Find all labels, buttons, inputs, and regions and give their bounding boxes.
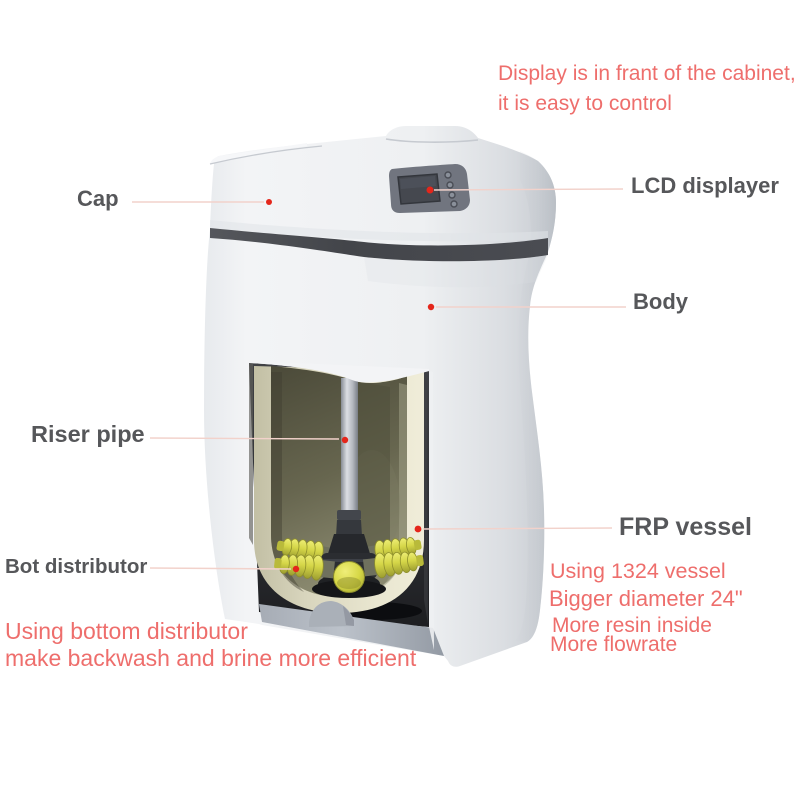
distributor-center-cap-shade <box>337 577 361 589</box>
lcd-button-3 <box>448 191 456 199</box>
vessel-annotation-line1: Using 1324 vessel <box>550 559 726 583</box>
window-cut-face-left <box>249 363 253 545</box>
vessel-annotation-line4: More flowrate <box>550 633 678 656</box>
display-annotation: Display is in frant of the cabinet, it i… <box>498 59 796 119</box>
vessel-annotation-line2: Bigger diameter 24" <box>549 586 743 611</box>
cutaway-window <box>249 361 444 656</box>
distributor-annotation-line2: make backwash and brine more efficient <box>5 645 417 671</box>
window-cut-face-right <box>429 371 434 650</box>
vessel-interior-left-shadow <box>271 372 304 592</box>
riser-pipe-connector <box>337 510 361 520</box>
cap-marker-dot <box>266 199 272 205</box>
lcd-screen-glare <box>400 176 436 189</box>
display-annotation-line2: it is easy to control <box>498 92 672 115</box>
lcd-buttons <box>444 171 458 208</box>
riser-marker-dot <box>341 436 349 444</box>
cap-label: Cap <box>77 186 119 211</box>
riser-pipe-tube <box>341 378 358 515</box>
leader-lines <box>132 188 626 570</box>
riser-pipe-connector-cone <box>336 520 362 536</box>
frp-leader-line <box>422 527 613 530</box>
window-cut-face-top <box>249 361 429 383</box>
lcd-button-4 <box>450 200 458 208</box>
distributor-turret <box>327 534 371 557</box>
distributor-lateral-right-lower <box>362 551 424 579</box>
distributor-ridge <box>323 559 375 562</box>
body-marker-dot <box>427 303 435 311</box>
frp-vessel-label: FRP vessel <box>619 513 752 541</box>
riser-pipe <box>336 378 362 536</box>
lcd-displayer-label: LCD displayer <box>631 173 779 198</box>
pipe-back-shadow <box>357 382 390 560</box>
marker-dots <box>266 186 435 573</box>
bot-distributor-label: Bot distributor <box>5 555 148 578</box>
display-annotation-line1: Display is in frant of the cabinet, <box>498 62 796 85</box>
lcd-leader-line <box>433 188 624 191</box>
bot-leader-line <box>149 567 292 570</box>
bot-marker-dot <box>292 565 300 573</box>
lcd-marker-dot <box>426 186 434 194</box>
cabinet-floor <box>259 604 444 656</box>
base-arch-bump <box>309 601 354 627</box>
lateral-tip-nub <box>416 555 424 567</box>
distributor-annotation-line1: Using bottom distributor <box>5 618 248 644</box>
vessel-annotation-line3: More resin inside <box>552 614 712 637</box>
lateral-tip-nub <box>413 539 422 551</box>
lid-top-face <box>210 143 307 164</box>
riser-leader-line <box>149 437 340 440</box>
vessel-interior-right-light <box>374 383 407 592</box>
cap-shadow <box>210 220 548 242</box>
distributor-annotation: Using bottom distributor make backwash a… <box>5 618 416 672</box>
machine <box>204 126 556 667</box>
lateral-tip-nub <box>276 540 285 552</box>
lcd-button-1 <box>444 171 452 179</box>
lid-seam <box>209 145 323 165</box>
lcd-button-2 <box>446 181 454 189</box>
riser-pipe-label: Riser pipe <box>31 421 145 447</box>
body-front-shade <box>364 255 548 288</box>
valve-cover-hump-shadow <box>385 138 479 143</box>
window-right-slot-shadow <box>424 390 428 624</box>
frp-marker-dot <box>414 525 422 533</box>
body-label: Body <box>633 289 688 314</box>
dark-band <box>210 228 548 262</box>
lateral-tip-nub <box>274 557 282 570</box>
base-arch-bump-shade <box>343 606 354 626</box>
